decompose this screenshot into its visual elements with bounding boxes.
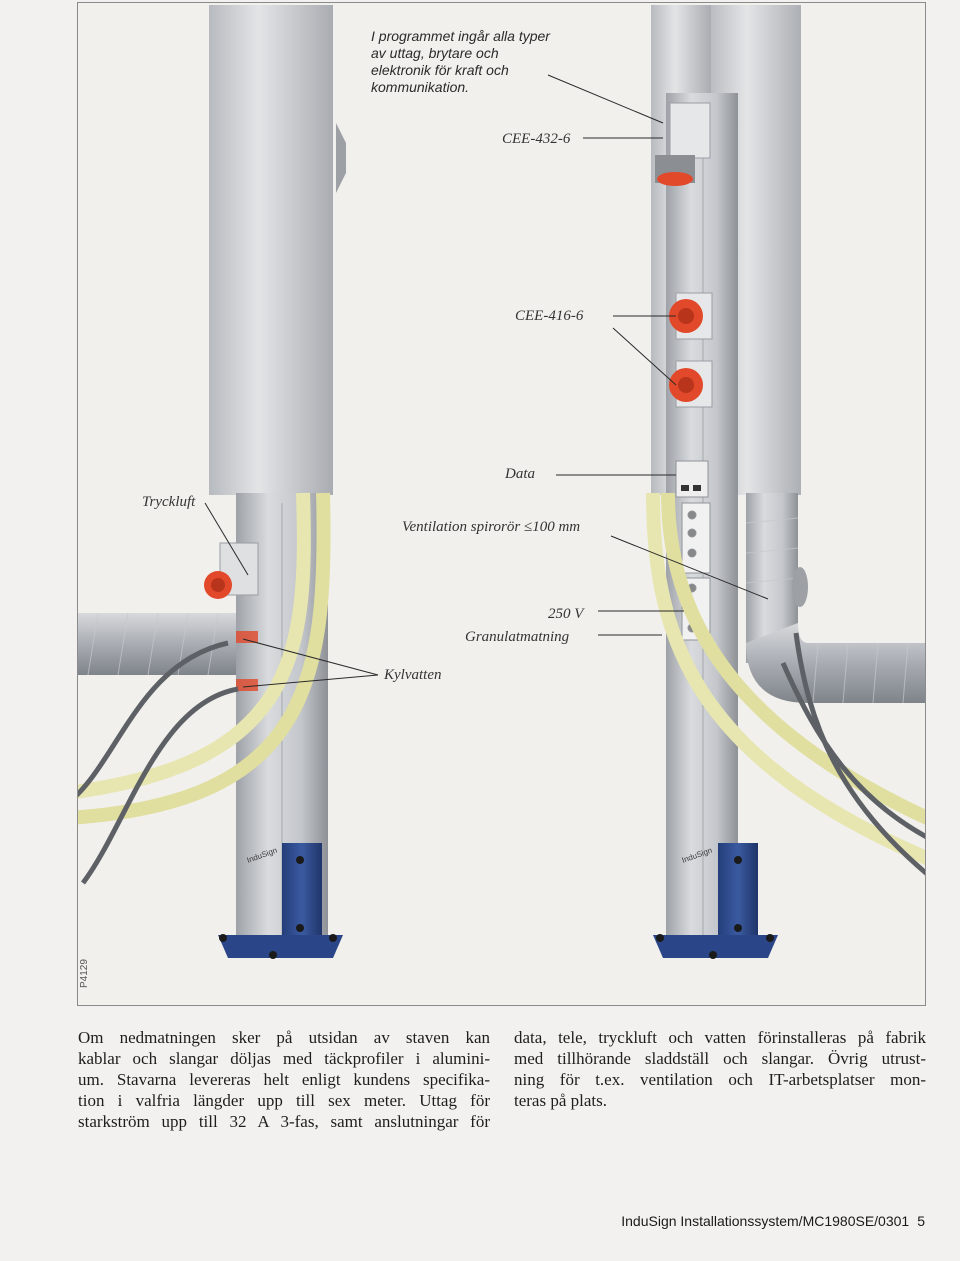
page-number: 5 xyxy=(917,1213,925,1229)
body-line: um. Stavarna levereras helt enligt kunde… xyxy=(78,1070,490,1089)
left-pole-cover xyxy=(209,5,333,495)
right-duct xyxy=(745,493,925,704)
cee-416-sockets xyxy=(669,292,713,408)
kylvatten-tap-1 xyxy=(236,631,258,643)
cee-432-socket xyxy=(655,102,711,186)
body-line: data, tele, tryckluft och vatten förinst… xyxy=(514,1028,926,1047)
body-line: Om nedmatningen sker på utsidan av stave… xyxy=(78,1028,490,1047)
body-line: ning för t.ex. ventilation och IT-arbets… xyxy=(514,1070,926,1089)
leader-lines xyxy=(204,74,769,688)
label-cee-416: CEE-416-6 xyxy=(515,308,584,324)
label-kylvatten: Kylvatten xyxy=(384,667,442,683)
body-text-right-column: data, tele, tryckluft och vatten förinst… xyxy=(514,1027,926,1111)
label-granulatmatning: Granulatmatning xyxy=(465,629,570,645)
intro-line: av uttag, brytare och xyxy=(371,45,499,61)
label-cee-432: CEE-432-6 xyxy=(502,131,571,147)
figure-reference: P4129 xyxy=(79,959,90,988)
label-tryckluft: Tryckluft xyxy=(142,494,196,510)
data-outlet xyxy=(675,460,709,498)
body-line: med tillhörande sladdställ och slangar. … xyxy=(514,1049,926,1068)
intro-line: elektronik för kraft och xyxy=(371,62,509,78)
product-figure: InduSign xyxy=(77,2,926,1006)
installation-poles-illustration: InduSign xyxy=(78,5,925,959)
kylvatten-tap-2 xyxy=(236,679,258,691)
left-pole-base: InduSign xyxy=(218,843,343,959)
page-footer: InduSign Installationssystem/MC1980SE/03… xyxy=(621,1213,925,1229)
label-data: Data xyxy=(505,466,535,482)
figure-intro-caption: I programmet ingår alla typer av uttag, … xyxy=(371,28,601,96)
intro-line: I programmet ingår alla typer xyxy=(371,28,550,44)
label-ventilation: Ventilation spirorör ≤100 mm xyxy=(402,519,581,535)
intro-line: kommunikation. xyxy=(371,79,470,95)
footer-text: InduSign Installationssystem/MC1980SE/03… xyxy=(621,1213,910,1229)
label-250v: 250 V xyxy=(548,606,584,622)
body-line: starkström upp till 32 A 3-fas, samt ans… xyxy=(78,1112,490,1131)
tryckluft-outlet xyxy=(204,542,259,599)
body-line: kablar och slangar döljas med täckprofil… xyxy=(78,1049,490,1068)
body-text-left-column: Om nedmatningen sker på utsidan av stave… xyxy=(78,1027,490,1132)
left-hoses xyxy=(78,492,331,885)
left-duct xyxy=(78,612,263,676)
left-pole-edge-device xyxy=(336,123,346,193)
body-line: teras på plats. xyxy=(514,1091,607,1110)
body-line: tion i valfria längder upp till sex mete… xyxy=(78,1091,490,1110)
